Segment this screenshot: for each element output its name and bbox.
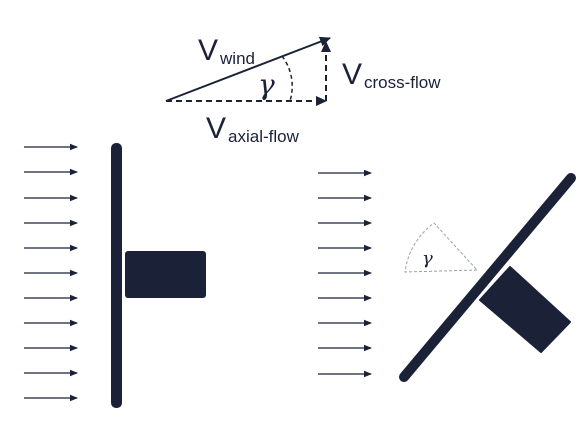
plate-rotated (399, 173, 576, 382)
rotated-angle-gamma-label: γ (422, 248, 433, 269)
angle-arc (281, 55, 293, 102)
box-behind-rotated-plate (479, 266, 571, 353)
box-behind-plate (125, 251, 206, 298)
rotated-flow-arrows (318, 169, 372, 378)
wind-vector-arrow (165, 36, 331, 102)
angle-sector-dashed (404, 222, 479, 273)
angle-gamma-label: γ (258, 68, 275, 101)
axial-flow-arrows (24, 143, 78, 402)
plate-perpendicular (111, 143, 122, 408)
